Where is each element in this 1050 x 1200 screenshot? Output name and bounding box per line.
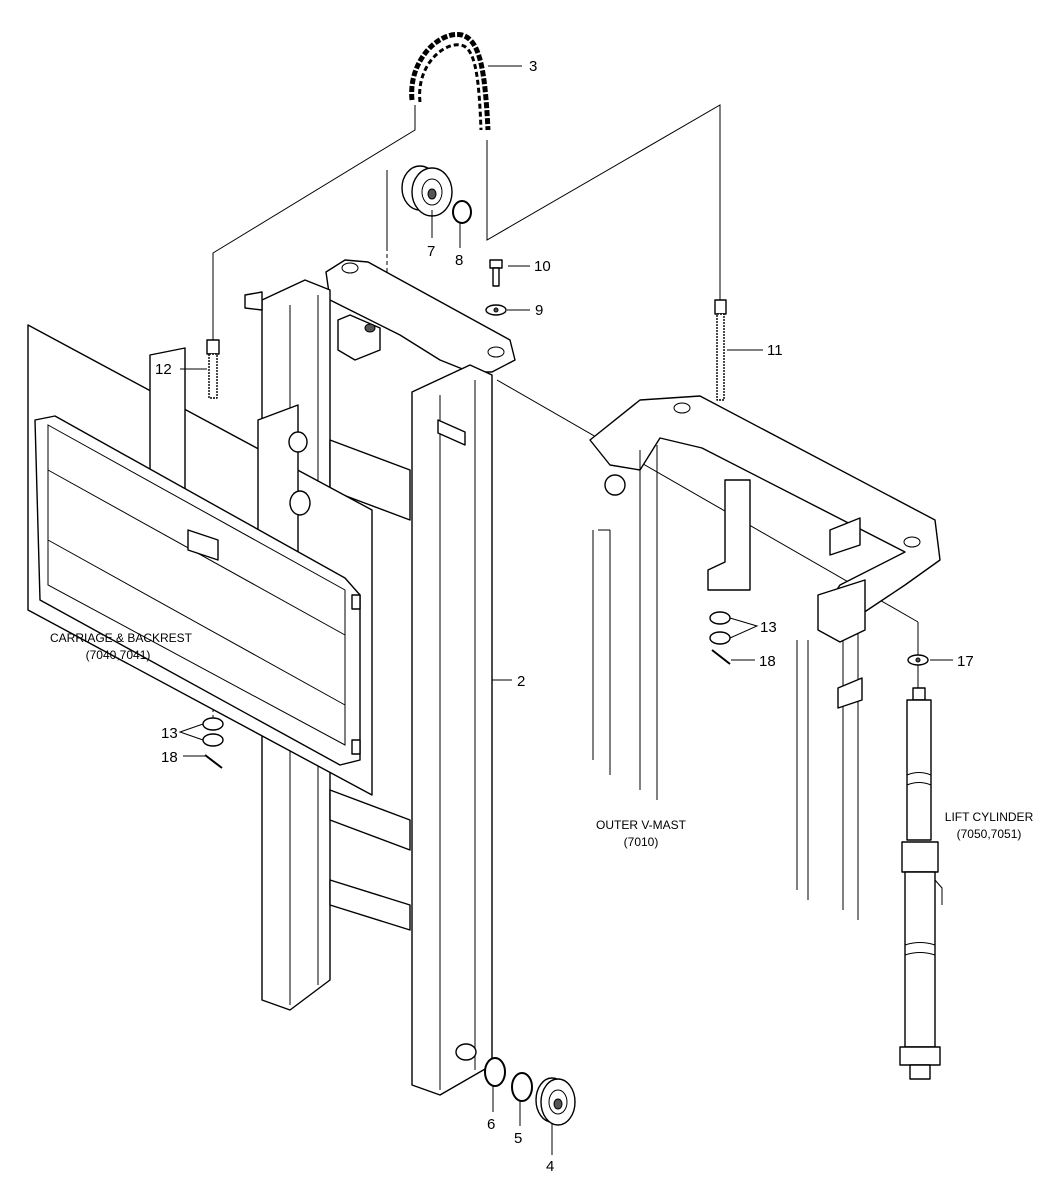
carriage-backrest [27, 324, 373, 796]
nuts-left [202, 717, 224, 747]
callout-5: 5 [514, 1130, 522, 1147]
top-bolt [489, 259, 503, 287]
caption-outer-mast-code: (7010) [624, 835, 659, 849]
callout-7: 7 [427, 243, 435, 260]
callout-17: 17 [957, 653, 974, 670]
lift-chain [409, 31, 491, 131]
callout-4: 4 [546, 1158, 554, 1175]
chain-anchor-bolt-left [206, 339, 220, 399]
lift-cylinder [899, 687, 943, 1080]
cotter-pin-right [711, 649, 731, 665]
callout-13-right: 13 [760, 619, 777, 636]
callout-13-left: 13 [161, 725, 178, 742]
callout-8: 8 [455, 252, 463, 269]
caption-carriage-codes: (7040,7041) [86, 648, 151, 662]
nuts-right [709, 611, 731, 645]
callout-18-right: 18 [759, 653, 776, 670]
callout-6: 6 [487, 1116, 495, 1133]
callout-3: 3 [529, 58, 537, 75]
shim-washer-6 [484, 1057, 506, 1087]
cotter-pin-left [204, 754, 223, 769]
shim-washer-5 [511, 1072, 533, 1102]
outer-v-mast [589, 395, 941, 920]
inner-mast-right-rail [411, 364, 493, 1096]
mast-roller [535, 1077, 576, 1126]
callout-12: 12 [155, 361, 172, 378]
snap-ring [452, 200, 472, 224]
callout-leaders [178, 65, 953, 1155]
caption-lift-cylinder-title: LIFT CYLINDER [945, 810, 1034, 824]
chain-link-line-left [212, 105, 416, 365]
inner-mast-crosshead [325, 259, 516, 373]
caption-outer-mast-title: OUTER V-MAST [596, 818, 687, 832]
chain-sheave [401, 165, 453, 217]
caption-lift-cylinder-codes: (7050,7051) [957, 827, 1022, 841]
chain-anchor-bolt-right [714, 299, 727, 401]
callout-18-left: 18 [161, 749, 178, 766]
callout-9: 9 [535, 302, 543, 319]
caption-carriage-title: CARRIAGE & BACKREST [50, 631, 193, 645]
callout-10: 10 [534, 258, 551, 275]
chain-link-line-right [486, 104, 721, 300]
callout-2: 2 [517, 673, 525, 690]
callout-11: 11 [767, 342, 783, 359]
